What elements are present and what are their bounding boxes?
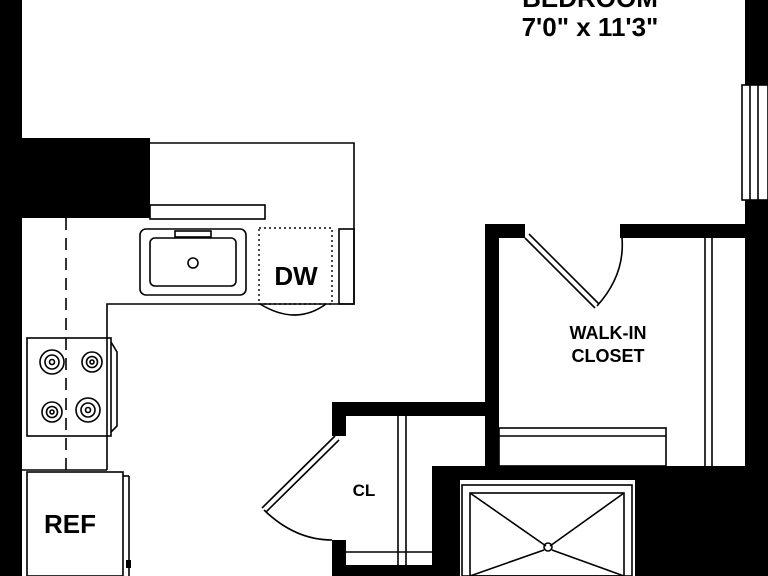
wall-bath-right [635,466,768,576]
kitchen-counter [22,142,355,471]
dishwasher: DW [258,227,333,316]
shower [461,484,633,576]
bedroom-size: 7'0" x 11'3" [522,12,659,42]
range [26,337,118,437]
wall-left-kitchen-block [0,138,150,218]
closet: CL [261,416,432,565]
closet-door [261,435,336,509]
shower-drain-icon [543,542,553,552]
burner-icon [81,351,103,373]
walk-in-closet-label-2: CLOSET [571,346,644,366]
refrigerator-label: REF [44,509,96,539]
window-right [741,84,768,201]
walk-in-closet: WALK-IN CLOSET [498,233,713,467]
wall-left-upper [0,0,22,138]
refrigerator: REF [26,471,131,576]
wall-left-lower [0,218,22,576]
burner-icon [75,397,101,423]
wall-closet-left [485,224,499,470]
wall-cl-top [332,402,499,416]
burner-icon [39,349,65,375]
dishwasher-label: DW [274,261,318,291]
wall-right-upper [745,0,768,85]
sink [139,228,247,296]
bedroom-label-group: BEDROOM 7'0" x 11'3" [522,0,659,42]
walk-in-closet-door [524,237,596,309]
closet-label: CL [353,481,376,500]
walk-in-closet-label-1: WALK-IN [570,323,647,343]
wall-bottom-cl [332,565,432,576]
bedroom-name: BEDROOM [522,0,658,13]
burner-icon [41,401,63,423]
wall-bath-left [432,466,460,576]
wall-cl-left-upper [332,402,346,436]
wall-closet-top-right [620,224,750,238]
wall-right-mid [745,200,768,230]
